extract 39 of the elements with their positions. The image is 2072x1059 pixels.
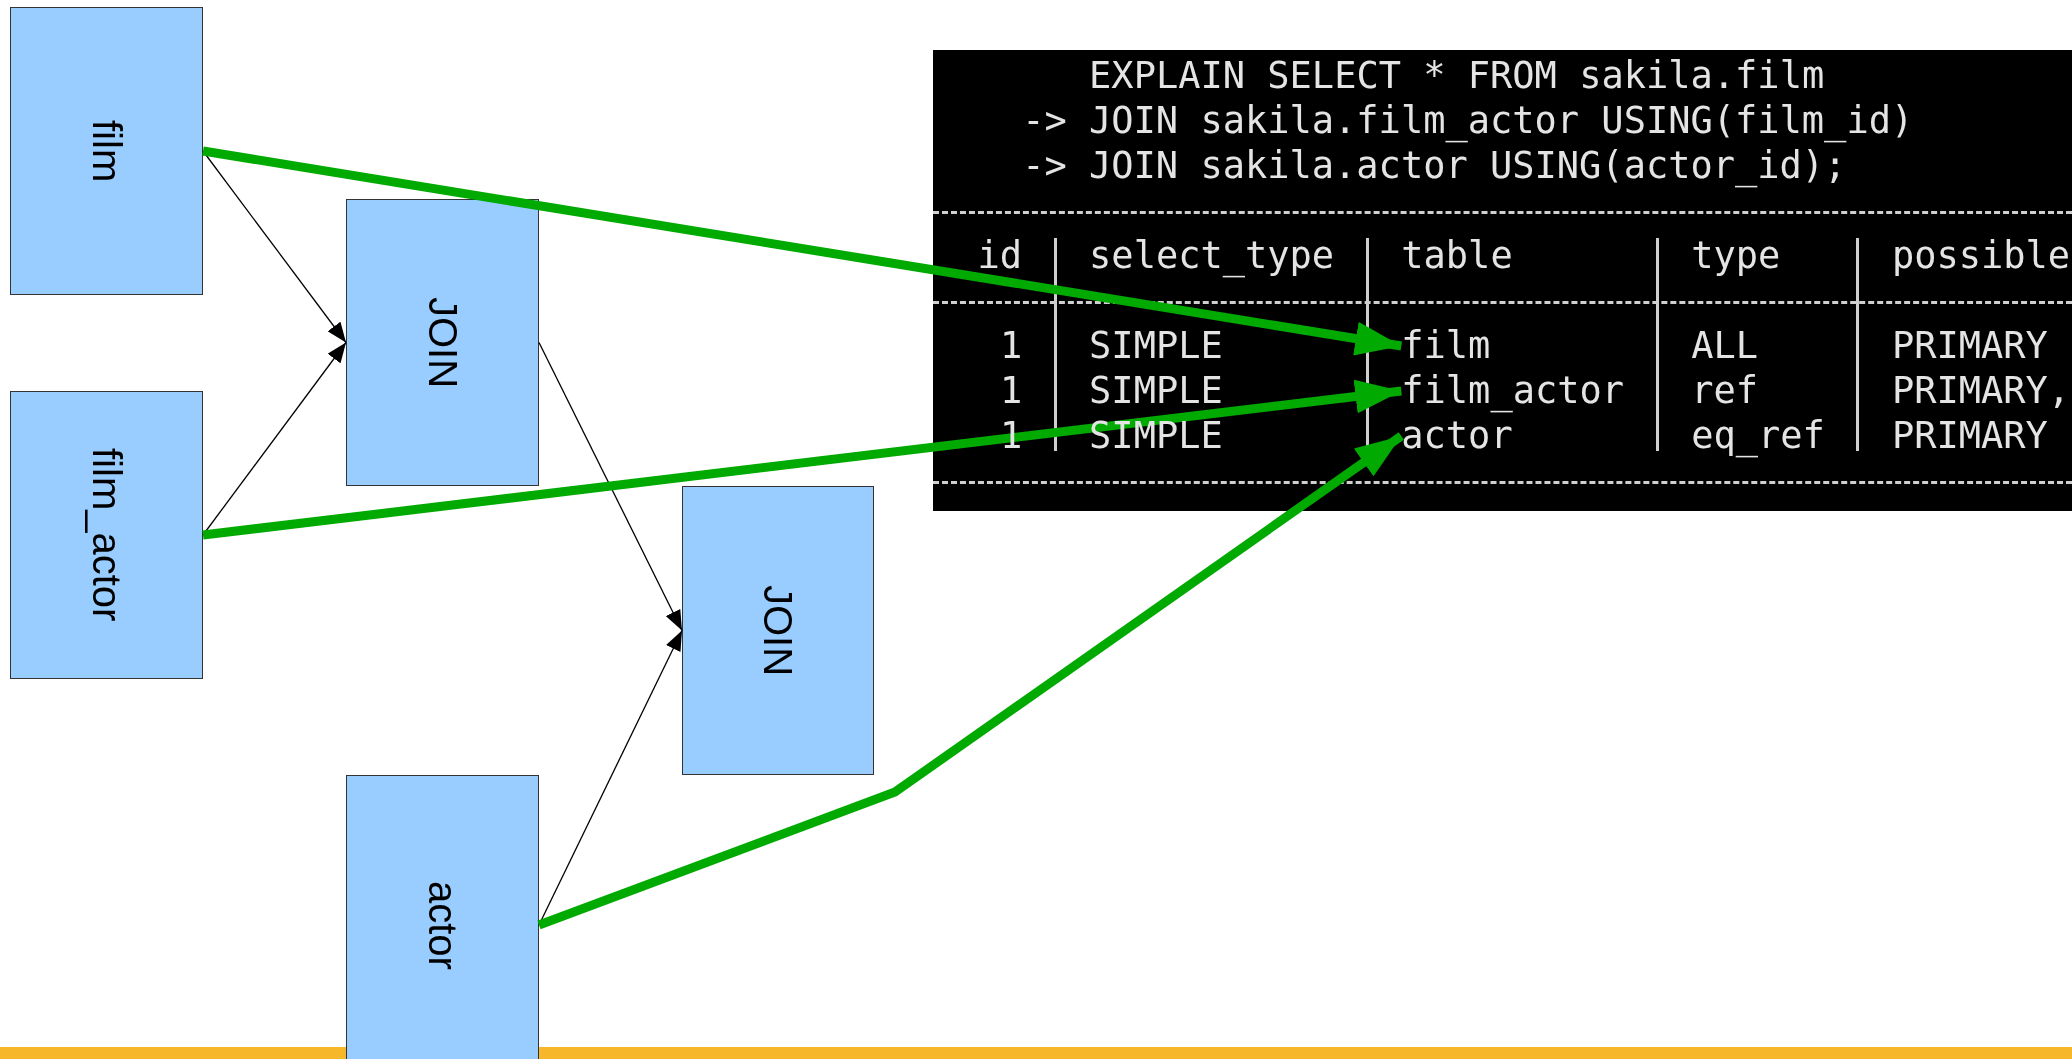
arrow [538, 341, 683, 632]
arrow [537, 432, 1404, 930]
arrow [202, 379, 1402, 540]
table-cell-text: film_actor [1401, 367, 1625, 415]
table-cell-text: id [977, 233, 1023, 279]
table-box [346, 199, 539, 486]
box-label: film_actor [86, 448, 127, 622]
table-cell-text: film [1401, 322, 1491, 370]
table-box [10, 7, 203, 295]
table-cell-text: SIMPLE [1089, 413, 1223, 459]
table-box [346, 775, 539, 1059]
terminal-panel [933, 50, 2072, 511]
table-box [10, 391, 203, 679]
table-cell-text: possible [1891, 233, 2071, 279]
box-label: actor [422, 880, 463, 970]
arrow [202, 146, 1403, 356]
table-cell-text: PRIMARY [1891, 413, 2048, 459]
table-cell-text: 1 [999, 413, 1023, 459]
table-cell-text: eq_ref [1691, 413, 1825, 460]
table-cell-text: PRIMARY, [1891, 368, 2071, 414]
table-cell-text: type [1691, 233, 1781, 279]
table-cell-text: 1 [999, 323, 1023, 369]
table-cell-text: PRIMARY [1891, 323, 2048, 369]
query-line: EXPLAIN SELECT * FROM sakila.film [1089, 53, 1825, 99]
table-cell-text: SIMPLE [1089, 368, 1223, 414]
table-box [682, 486, 874, 775]
arrow [538, 629, 683, 926]
table-cell-text: table [1401, 233, 1513, 279]
query-line: -> JOIN sakila.actor USING(actor_id); [1022, 143, 1847, 190]
table-cell-text: ref [1691, 368, 1758, 414]
table-cell-text: actor [1401, 412, 1513, 460]
table-cell-text: select_type [1089, 233, 1335, 280]
table-cell-text: 1 [999, 368, 1023, 414]
query-line: -> JOIN sakila.film_actor USING(film_id) [1022, 98, 1914, 145]
box-label: JOIN [758, 584, 798, 677]
table-cell-text: SIMPLE [1089, 323, 1223, 369]
box-label: film [86, 119, 127, 183]
box-label: JOIN [422, 296, 463, 389]
table-cell-text: ALL [1691, 323, 1758, 369]
